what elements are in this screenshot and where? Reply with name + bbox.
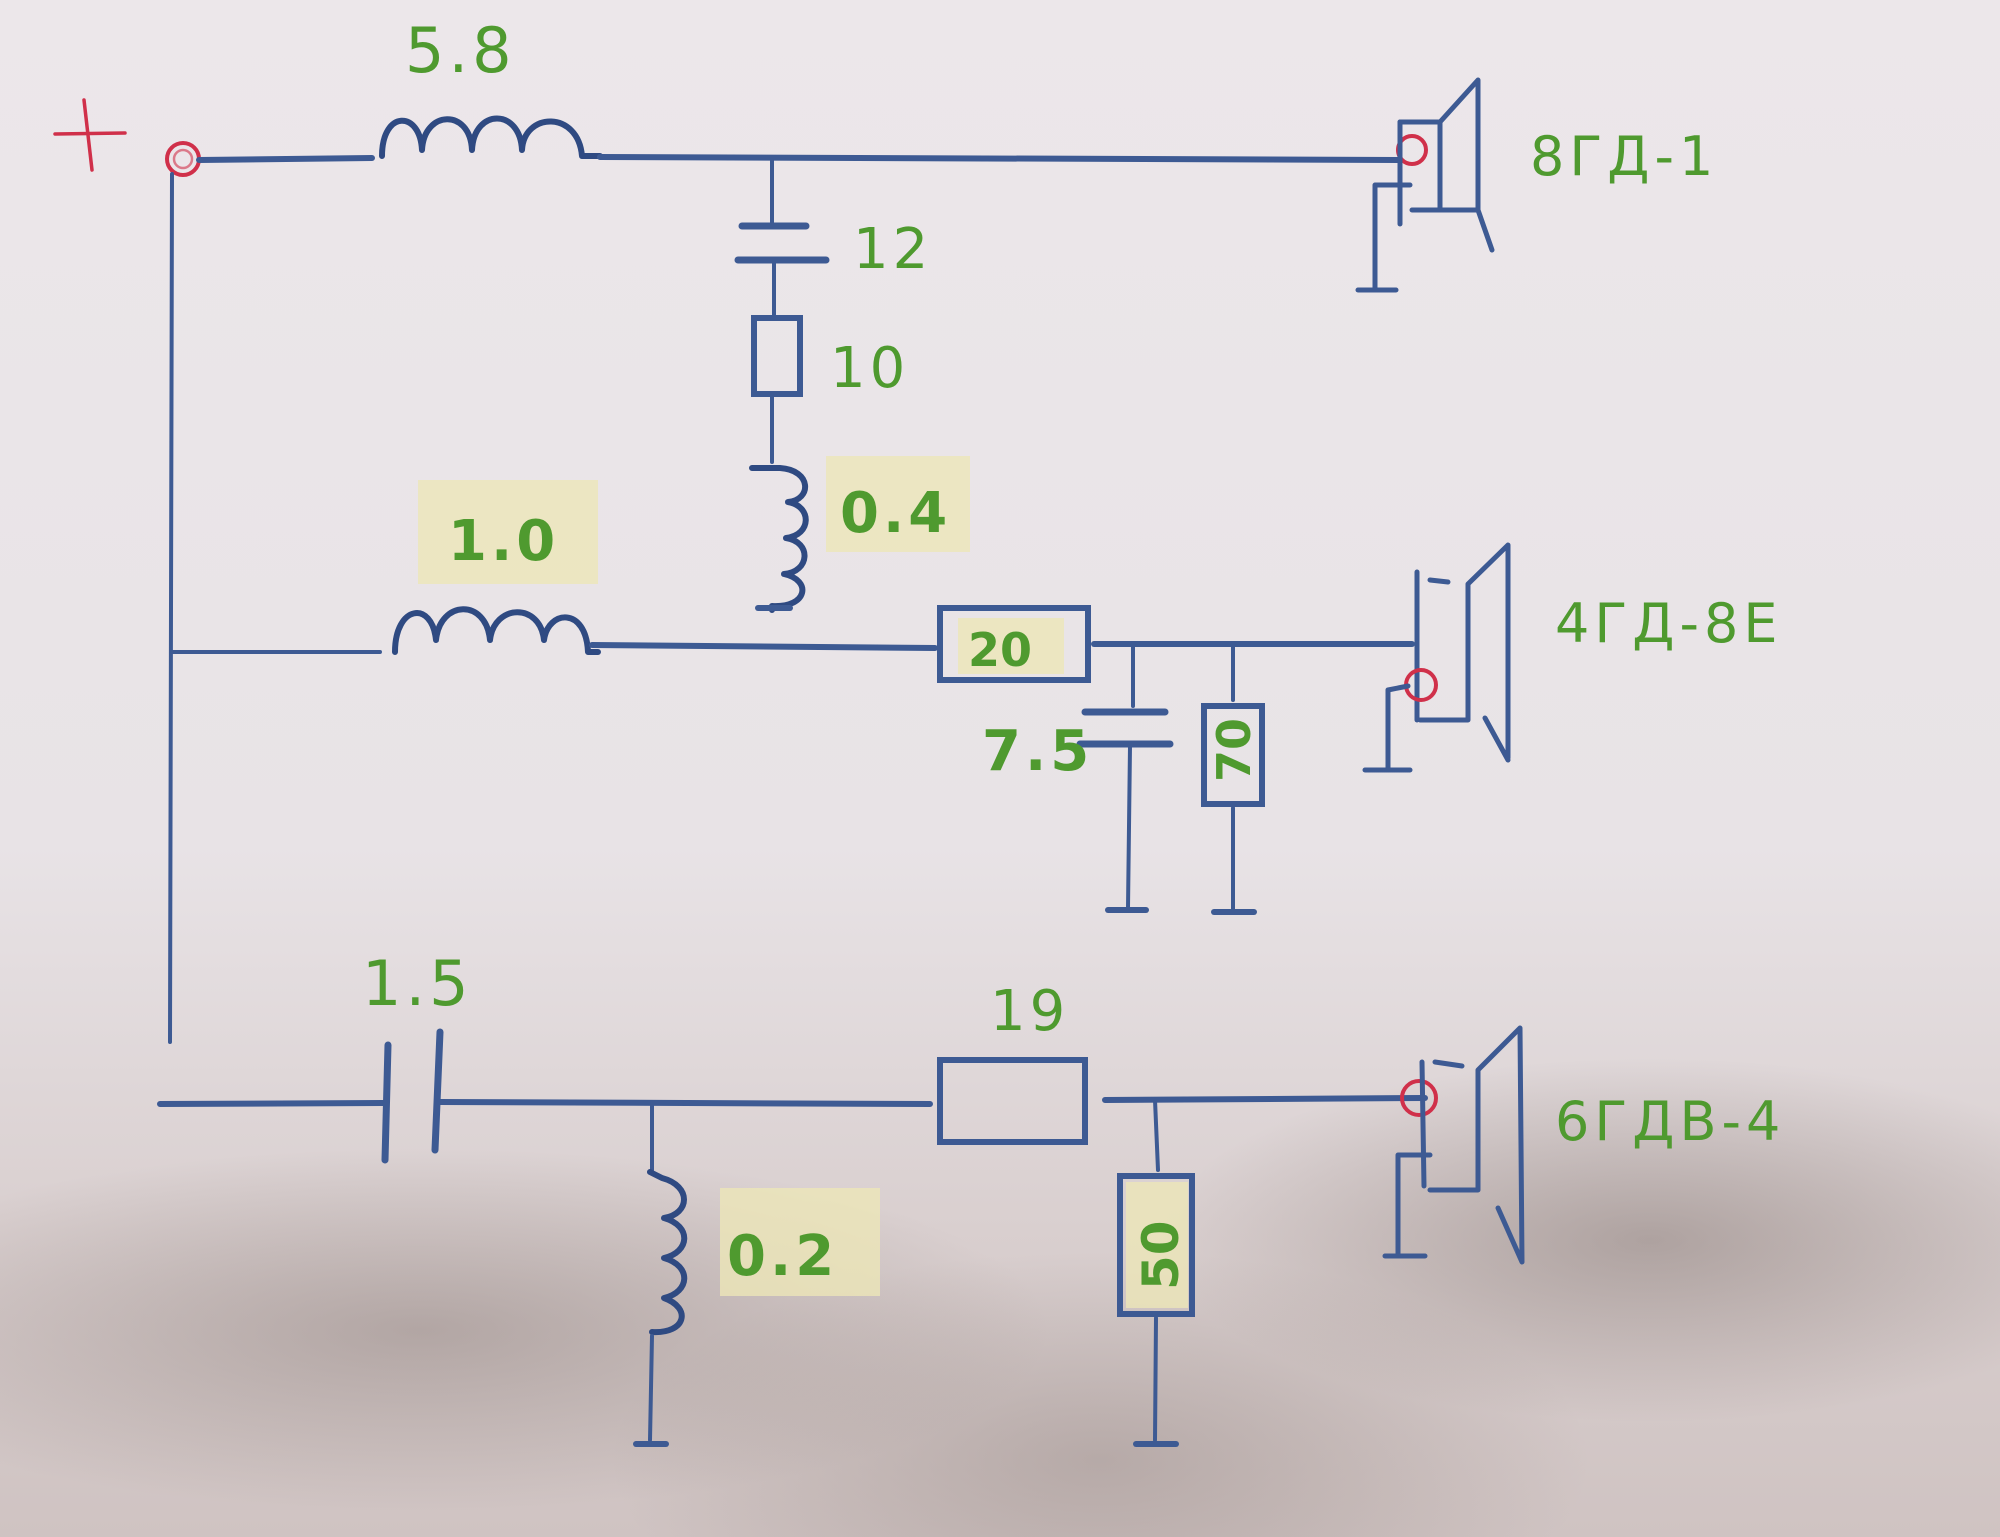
speaker-8GD-1: [1355, 77, 1495, 293]
wire-R5-top: [1153, 1098, 1160, 1172]
input-plus-sign: [53, 98, 127, 172]
wire-C2-to-ground: [1126, 744, 1132, 910]
label-speaker2: 4ГД-8Е: [1555, 592, 1782, 655]
resistor-R5: [1117, 1173, 1195, 1317]
inductor-L4: [647, 1169, 688, 1336]
wire-C3-to-R4: [437, 1099, 933, 1107]
inductor-L1: [379, 115, 603, 159]
tape-L2: [826, 456, 970, 552]
label-C1: 12: [853, 217, 932, 282]
tape-R2: [958, 618, 1064, 674]
speaker-4GD-8E: [1362, 542, 1511, 773]
tape-L4: [720, 1188, 880, 1296]
label-C2: 7.5: [982, 719, 1093, 784]
resistor-R1: [751, 315, 803, 397]
speaker2-plus-terminal: [1404, 668, 1438, 702]
capacitor-C3-plate-left: [381, 1041, 392, 1164]
label-speaker3: 6ГДВ-4: [1555, 1090, 1785, 1153]
wire-bus-to-C3: [157, 1100, 386, 1107]
label-speaker1: 8ГД-1: [1530, 125, 1718, 188]
label-C3: 1.5: [362, 947, 473, 1020]
input-terminal-inner: [172, 148, 194, 170]
capacitor-C3-plate-right: [431, 1028, 444, 1154]
main-bus-wire: [168, 172, 174, 1044]
wire-L1-to-speaker1: [597, 154, 1403, 163]
wire-input-to-L1: [196, 155, 375, 163]
label-L1: 5.8: [405, 14, 516, 87]
tape-L3: [418, 480, 598, 584]
resistor-R2: [937, 605, 1091, 683]
label-R2: 20: [968, 623, 1032, 677]
label-L3: 1.0: [448, 509, 559, 574]
label-R1: 10: [830, 336, 909, 401]
wire-L4-to-ground: [648, 1334, 654, 1442]
label-R4: 19: [990, 979, 1069, 1044]
speaker-6GDV-4: [1382, 1025, 1525, 1265]
resistor-R3: [1201, 703, 1265, 807]
wire-R4-to-speaker3: [1102, 1095, 1428, 1103]
wire-R5-to-ground: [1153, 1316, 1158, 1442]
resistor-R4: [937, 1057, 1088, 1145]
inductor-L3: [392, 606, 601, 655]
input-terminal: [165, 141, 201, 177]
label-R5: 50: [1132, 1220, 1190, 1290]
label-R3: 70: [1207, 718, 1261, 782]
label-L2: 0.4: [840, 481, 951, 546]
tape-R5: [1126, 1182, 1188, 1308]
label-L4: 0.2: [727, 1224, 838, 1289]
speaker3-plus-terminal: [1400, 1079, 1438, 1117]
inductor-L2: [749, 465, 809, 613]
wire-L3-to-R2: [589, 642, 938, 651]
